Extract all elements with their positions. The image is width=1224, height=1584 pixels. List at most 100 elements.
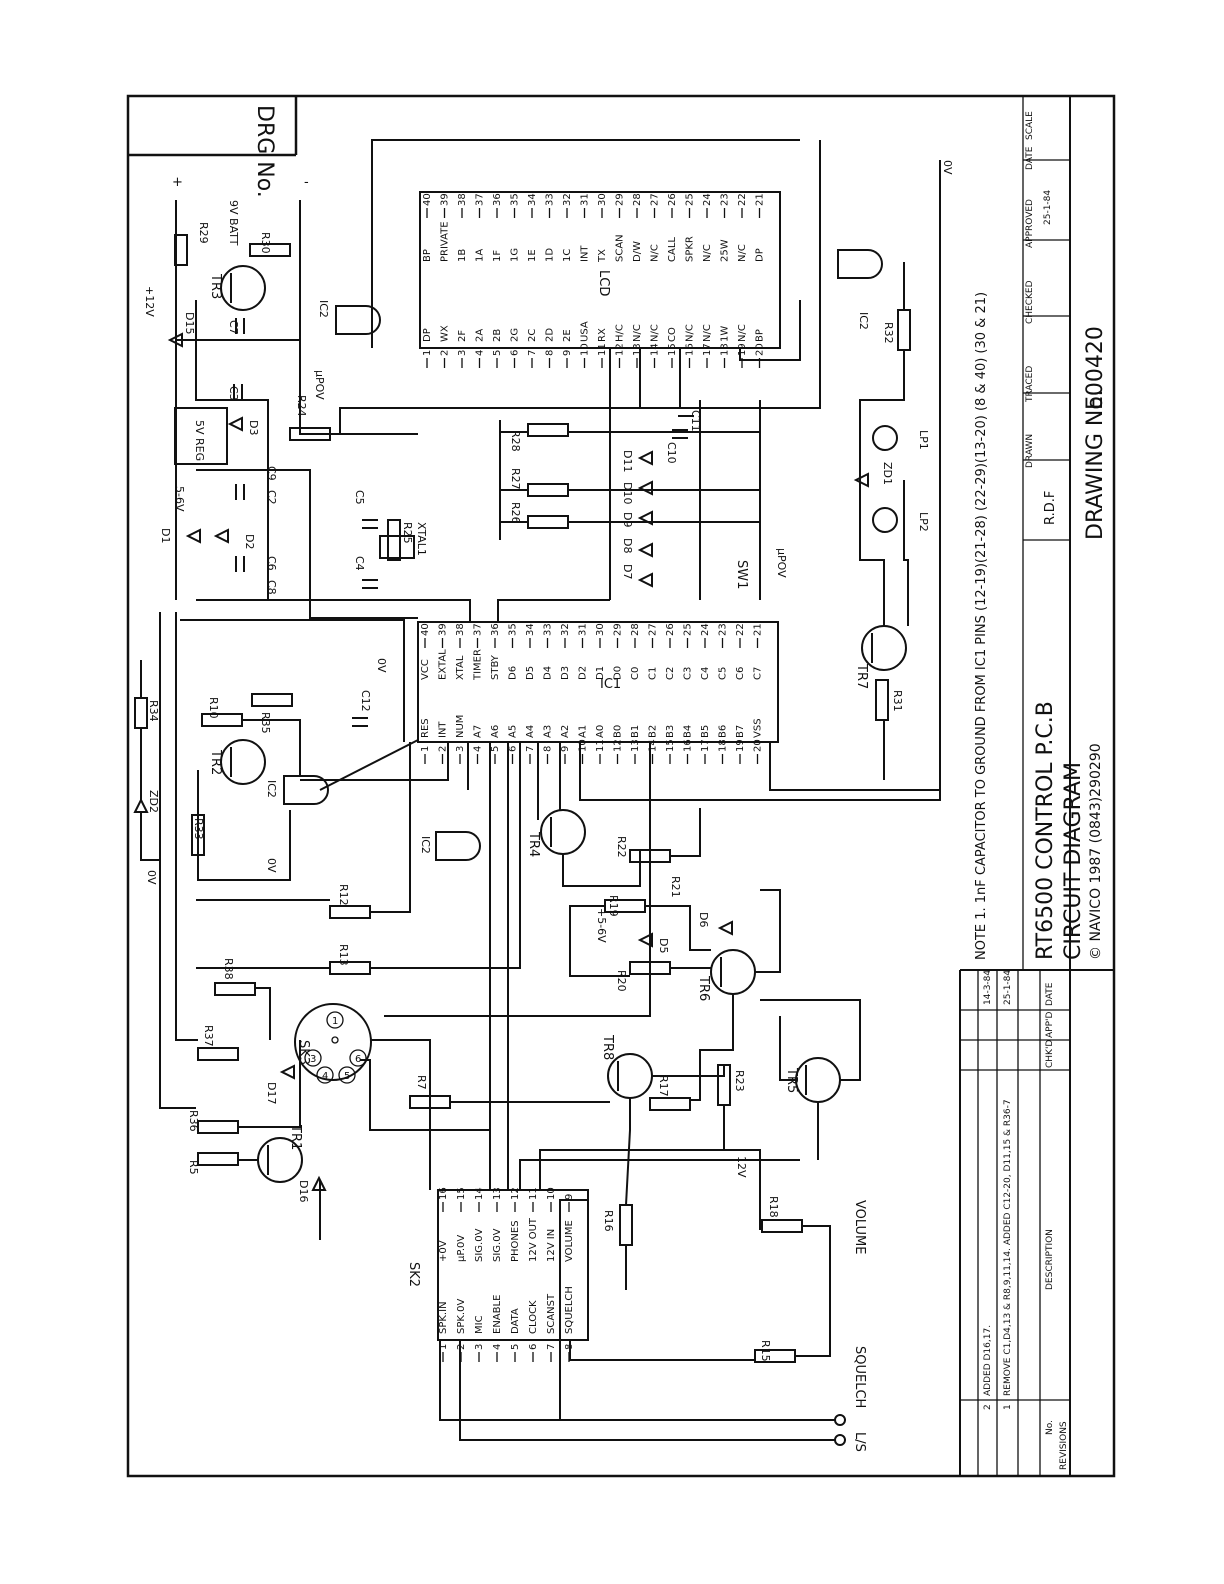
lcd-pin-9: 9 bbox=[562, 350, 573, 356]
sk3-pin-6: 6 bbox=[355, 1054, 361, 1065]
upov-label-2: µPOV bbox=[775, 548, 788, 578]
xtal1 bbox=[379, 535, 415, 559]
lcd-pin-label-31: INT bbox=[580, 245, 591, 262]
ic1-pin-label-7: A4 bbox=[525, 725, 536, 738]
signal-labels: +12V 9V BATT + - 5-6V µPOV µPOV 0V 0V 0V… bbox=[143, 160, 954, 1452]
ic1-pin-35: 35 bbox=[508, 623, 519, 636]
ic2-label-b: IC2 bbox=[419, 836, 432, 854]
lcd-right-pins: 40BP39PRIVATE381B371A361F351G341E331D321… bbox=[422, 193, 766, 263]
tr8-label: TR8 bbox=[600, 1034, 615, 1060]
lcd-pin-label-34: 1E bbox=[527, 249, 538, 262]
drawing-no-label: DRAWING No. bbox=[1083, 390, 1108, 540]
d9-label: D9 bbox=[621, 512, 634, 527]
ic1-pin-1: 1 bbox=[420, 746, 431, 752]
r20-label: R20 bbox=[615, 970, 628, 992]
d15-label: D15 bbox=[183, 312, 196, 334]
ic1-pin-label-18: B6 bbox=[718, 725, 729, 738]
sk2-pin-label-15: µP.0V bbox=[456, 1235, 467, 1262]
tr3-label: TR3 bbox=[208, 273, 223, 299]
diodes: D1 D2 D3 D5 D6 D7 D8 D9 D10 D11 D15 D16 … bbox=[133, 312, 894, 1202]
col-drawn: DRAWN bbox=[1025, 434, 1035, 468]
sk2-pin-label-3: MIC bbox=[474, 1315, 485, 1334]
lcd-pin-label-39: PRIVATE bbox=[440, 221, 451, 262]
rev-1-desc: REMOVE C1,D4,13 & R8,9,11,14. ADDED C12-… bbox=[1003, 1099, 1013, 1396]
d6-label: D6 bbox=[697, 912, 710, 927]
lcd-pin-label-2: WX bbox=[440, 325, 451, 342]
lcd-pin-label-10: USA bbox=[580, 321, 591, 342]
lcd-pin-40: 40 bbox=[422, 193, 433, 206]
sk3-pin-4: 4 bbox=[322, 1071, 328, 1082]
ic2-gate-c bbox=[335, 305, 381, 335]
rev-1-no: 1 bbox=[1003, 1404, 1013, 1410]
ic1-pin-28: 28 bbox=[630, 623, 641, 636]
wiring bbox=[140, 139, 941, 1446]
ic1-pin-label-31: D2 bbox=[578, 666, 589, 680]
tr4-label: TR4 bbox=[526, 831, 541, 857]
lcd-pin-label-23: 25W bbox=[720, 239, 731, 262]
sk3-label: SK3 bbox=[296, 1040, 311, 1065]
sk2-pin-1: 1 bbox=[438, 1344, 449, 1350]
r26 bbox=[527, 515, 569, 529]
volume-label: VOLUME bbox=[852, 1200, 867, 1254]
r18 bbox=[761, 1219, 803, 1233]
lcd-pin-label-37: 1A bbox=[475, 249, 486, 262]
c9-label: C9 bbox=[265, 466, 278, 481]
ic1-pin-label-10: A1 bbox=[578, 725, 589, 738]
ic1-pin-18: 18 bbox=[718, 739, 729, 752]
lcd-pin-24: 24 bbox=[702, 193, 713, 206]
ic1-pin-label-34: D5 bbox=[525, 666, 536, 680]
r32 bbox=[897, 309, 911, 351]
r17-label: R17 bbox=[657, 1075, 670, 1097]
ic1-pin-31: 31 bbox=[578, 623, 589, 636]
d17-label: D17 bbox=[265, 1082, 278, 1104]
rev-col-chkd: CHK'D bbox=[1045, 1040, 1055, 1068]
ic1-pin-label-39: EXTAL bbox=[438, 649, 449, 680]
lcd-pin-label-18: 1W bbox=[720, 326, 731, 342]
r29-label: R29 bbox=[197, 222, 210, 244]
v12-label: 12V bbox=[735, 1156, 748, 1178]
ic2-label-c: IC2 bbox=[317, 300, 330, 318]
lcd-pin-label-38: 1B bbox=[457, 249, 468, 262]
sk2-pin-13: 13 bbox=[492, 1187, 503, 1200]
sw1-label: SW1 bbox=[734, 560, 749, 589]
lcd-pin-27: 27 bbox=[650, 193, 661, 206]
r22-label: R22 bbox=[615, 836, 628, 858]
r34-label: R34 bbox=[147, 700, 160, 722]
ic1-pin-15: 15 bbox=[665, 739, 676, 752]
r35-label: R35 bbox=[259, 712, 272, 734]
ic1-pin-label-17: B5 bbox=[700, 725, 711, 738]
ic2-gate-b bbox=[435, 831, 481, 861]
ic1-pin-label-36: STBY bbox=[490, 654, 501, 680]
ic1-pin-label-32: D3 bbox=[560, 666, 571, 680]
ic1-pin-7: 7 bbox=[525, 746, 536, 752]
sk2-pin-5: 5 bbox=[510, 1344, 521, 1350]
ov-label-3: 0V bbox=[145, 870, 158, 885]
lcd-pin-label-5: 2B bbox=[492, 329, 503, 342]
transistor-tr2: TR2 bbox=[208, 739, 266, 785]
rev-col-no: No. bbox=[1045, 1420, 1055, 1435]
zd2-label: ZD2 bbox=[147, 790, 160, 813]
ic1-pin-label-23: C5 bbox=[718, 667, 729, 680]
ic1-pin-9: 9 bbox=[560, 746, 571, 752]
d5-label: D5 bbox=[657, 938, 670, 953]
drg-no-label: DRG No. bbox=[252, 105, 277, 198]
ic1-pin-label-16: B4 bbox=[683, 725, 694, 738]
tr7-label: TR7 bbox=[854, 663, 869, 689]
lcd-pin-7: 7 bbox=[527, 350, 538, 356]
r5-label: R5 bbox=[187, 1160, 200, 1175]
ic1-pin-label-25: C3 bbox=[683, 667, 694, 680]
r37-label: R37 bbox=[202, 1025, 215, 1047]
r21-label: R21 bbox=[669, 876, 682, 898]
ic1-pin-23: 23 bbox=[718, 623, 729, 636]
ic1-pin-label-20: VSS bbox=[753, 718, 764, 738]
ov-label-2: 0V bbox=[265, 858, 278, 873]
c4-label: C4 bbox=[353, 556, 366, 571]
r24-label: R24 bbox=[295, 395, 308, 417]
sk2: SK2 1SPK.IN2SPK.0V3MIC4ENABLE5DATA6CLOCK… bbox=[406, 1187, 589, 1362]
sk2-pin-6: 6 bbox=[528, 1344, 539, 1350]
sk2-pin-label-6: CLOCK bbox=[528, 1300, 539, 1334]
ic1-pin-label-28: C0 bbox=[630, 667, 641, 680]
resistors: R5 R36 R37 R38 R7 R12 R13 R10 R35 R33 R3… bbox=[134, 222, 911, 1363]
r10-label: R10 bbox=[207, 697, 220, 719]
lcd-pin-label-8: 2D bbox=[545, 328, 556, 342]
